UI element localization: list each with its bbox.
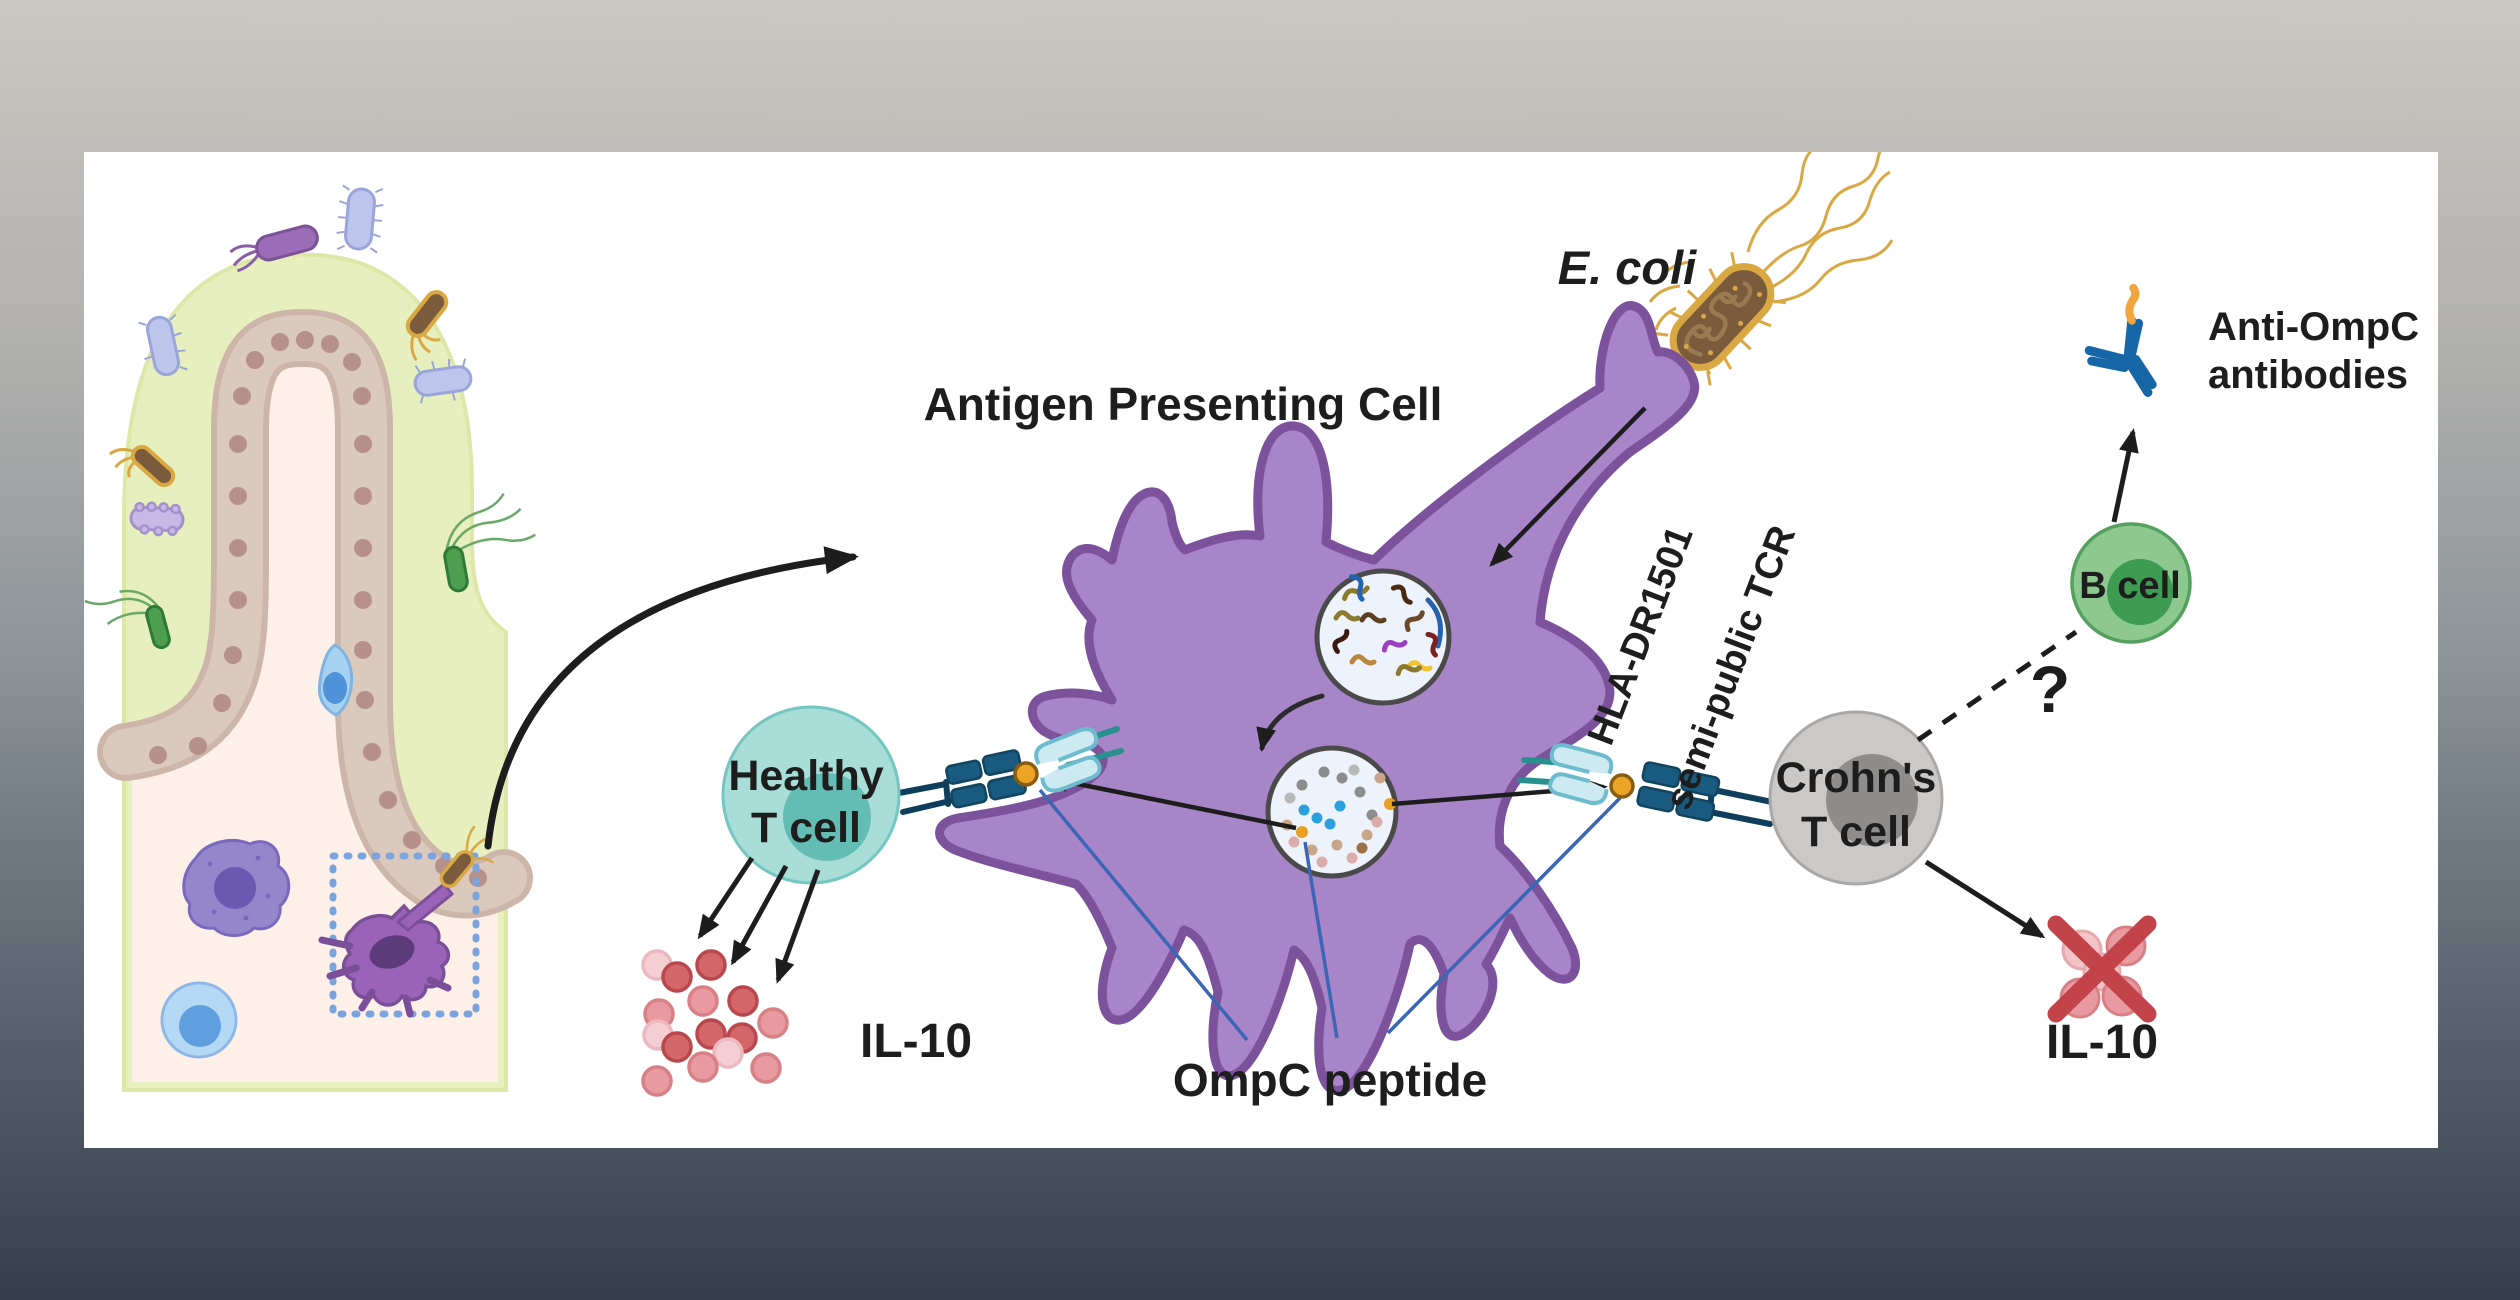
zoom-box-icon	[329, 852, 480, 1018]
healthy-t-cell-label-line1: Healthy	[728, 752, 883, 800]
crohns-t-cell-label-line1: Crohn's	[1776, 754, 1937, 802]
il10-secretion-arrows	[697, 856, 821, 984]
ompc-peptide-dot-right	[1609, 773, 1635, 799]
healthy-t-cell-label-line2: T cell	[751, 804, 861, 852]
curved-arrow-icon	[484, 546, 859, 850]
mhc-tcr-synapse-icon	[896, 726, 1124, 815]
apc-label: Antigen Presenting Cell	[924, 378, 1443, 430]
question-mark-label: ?	[2030, 652, 2070, 726]
e-coli-label: E. coli	[1558, 241, 1697, 294]
antigen-vesicle-icon	[1314, 568, 1452, 706]
e-coli-icon	[1648, 152, 1894, 386]
peptide-to-left-mhc-arrow	[1044, 772, 1297, 831]
epithelial-nuclei	[149, 331, 487, 887]
anti-ompc-label-line2: antibodies	[2208, 353, 2408, 397]
no-il10-arrow	[1924, 859, 2046, 939]
b-cell-icon	[2070, 522, 2192, 644]
uptake-arrow-icon	[1489, 406, 1647, 567]
lymphocyte-icon	[160, 981, 238, 1059]
mhc-tcr-synapse-icon	[1517, 743, 1775, 827]
gut-bacteria-icon	[84, 184, 536, 650]
dashed-uncertainty-line-icon	[1916, 629, 2078, 743]
anti-ompc-label-line1: Anti-OmpC	[2208, 305, 2419, 349]
antibody-production-arrow	[2111, 428, 2139, 523]
intestinal-villus-icon	[84, 184, 536, 1092]
healthy-t-cell-icon	[721, 705, 901, 885]
ompc-peptide-label: OmpC peptide	[1173, 1054, 1487, 1106]
processing-arrow-icon	[1256, 693, 1325, 752]
il10-cytokine-icon	[641, 949, 789, 1097]
ompc-pointer-lines	[1038, 788, 1622, 1042]
b-cell-label: B cell	[2079, 565, 2180, 607]
macrophage-icon	[182, 839, 291, 937]
peptide-vesicle-icon	[1265, 745, 1399, 879]
sampled-e-coli-icon	[439, 825, 495, 888]
dendritic-cell-icon	[318, 881, 455, 1018]
ompc-peptide-dot-left	[1013, 761, 1039, 787]
il10-right-label: IL-10	[2046, 1016, 2158, 1069]
crohns-t-cell-label-line2: T cell	[1801, 808, 1911, 856]
antibody-icon	[2084, 283, 2157, 397]
il10-left-label: IL-10	[860, 1015, 972, 1068]
red-x-icon	[2047, 915, 2157, 1023]
crohns-t-cell-icon	[1768, 710, 1944, 886]
il10-blocked-icon	[2047, 915, 2157, 1023]
goblet-cell-icon	[317, 643, 354, 717]
epithelium-band	[97, 308, 533, 919]
